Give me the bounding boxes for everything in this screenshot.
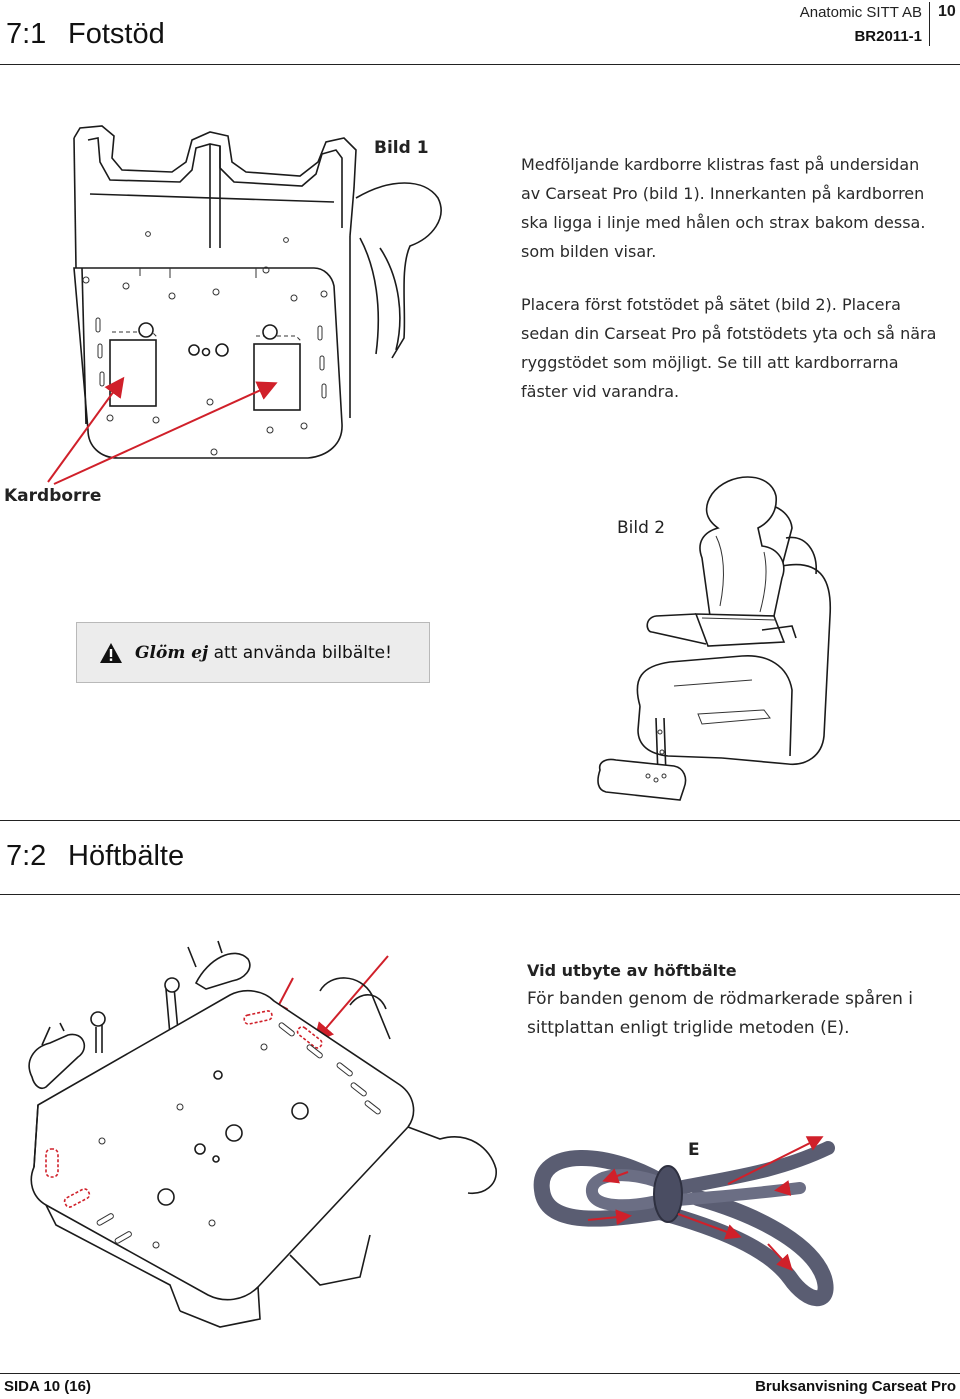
section-rule-bottom xyxy=(0,894,960,895)
figure-1-caption: Bild 1 xyxy=(374,138,429,158)
hip-belt-heading: Vid utbyte av höftbälte xyxy=(527,961,737,980)
header-divider xyxy=(929,2,930,46)
section-rule-top xyxy=(0,820,960,821)
page-number: 10 xyxy=(938,3,956,20)
footer-page-label: SIDA 10 (16) xyxy=(4,1378,91,1395)
warning-text: Glöm ej att använda bilbälte! xyxy=(135,643,392,663)
paragraph-velcro-placement: Medföljande kardborre klistras fast på u… xyxy=(521,155,926,261)
section-title-hoftbalte: 7:2 Höftbälte xyxy=(6,840,184,873)
section2-name: Höftbälte xyxy=(68,840,185,872)
section-number: 7:1 xyxy=(6,18,47,50)
callout-label-kardborre: Kardborre xyxy=(4,486,102,506)
footer-doc-title: Bruksanvisning Carseat Pro xyxy=(755,1378,956,1395)
seatbelt-warning-box: Glöm ej att använda bilbälte! xyxy=(76,622,430,683)
footer-rule xyxy=(0,1373,960,1374)
section-title-fotstod: 7:1 Fotstöd xyxy=(6,18,165,51)
section2-number: 7:2 xyxy=(6,840,47,872)
figure-seat-plate-slots xyxy=(28,940,497,1328)
warning-triangle-icon xyxy=(100,642,122,663)
figure-2-caption: Bild 2 xyxy=(617,518,666,538)
hip-belt-instructions: För banden genom de rödmarkerade spåren … xyxy=(527,989,913,1038)
figure-e-label: E xyxy=(688,1140,700,1160)
header-rule xyxy=(0,64,960,65)
figure-1-seat-underside xyxy=(73,125,442,459)
warning-emphasis: Glöm ej xyxy=(135,642,209,663)
figure-2-carseat-footrest xyxy=(597,476,832,801)
section-name: Fotstöd xyxy=(68,18,165,50)
paragraph-footrest-placement: Placera först fotstödet på sätet (bild 2… xyxy=(521,295,937,401)
document-code: BR2011-1 xyxy=(854,28,922,45)
figure-e-strap-triglide xyxy=(533,1136,835,1307)
warning-message: att använda bilbälte! xyxy=(213,642,392,663)
company-name: Anatomic SITT AB xyxy=(799,4,922,21)
